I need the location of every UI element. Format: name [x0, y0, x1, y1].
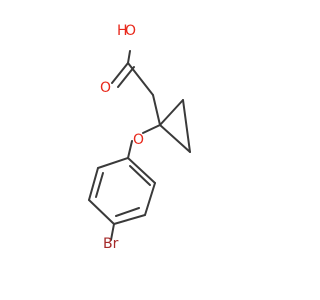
bond-cyclopropyl-1 — [159, 99, 184, 126]
bond-cyclopropyl-3 — [159, 124, 191, 153]
bromine-label: Br — [103, 236, 119, 252]
bond-aromatic-3 — [113, 214, 146, 225]
bond-carbonyl-c-to-o-double-1 — [111, 62, 129, 84]
hydroxyl-oxygen-label: O — [125, 23, 136, 39]
bond-ether-o-to-ring-c — [127, 140, 133, 159]
molecule-canvas: H O O O Br — [88, 23, 191, 252]
bond-hydroxyl-o-to-carbonyl-c — [127, 50, 131, 64]
bond-cyclopropyl-c-to-ether-o — [142, 124, 161, 134]
bond-aromatic-5 — [88, 167, 99, 201]
bond-ch2-to-cyclopropyl-c — [152, 94, 161, 126]
bond-aromatic-6 — [97, 157, 129, 169]
bond-aromatic-inner-3 — [95, 172, 104, 198]
bond-aromatic-4 — [88, 199, 115, 225]
molecule-structure: H O O O Br — [88, 23, 191, 252]
bond-aromatic-2 — [144, 182, 156, 216]
carbonyl-oxygen-label: O — [100, 80, 111, 96]
bond-aromatic-inner-1 — [129, 165, 151, 186]
bond-carbonyl-c-to-ch2 — [127, 62, 154, 96]
ether-oxygen-label: O — [133, 132, 144, 148]
bond-carbonyl-c-to-o-double-2 — [117, 66, 135, 88]
bond-aromatic-inner-2 — [115, 207, 140, 217]
hydroxyl-hydrogen-label: H — [117, 23, 128, 39]
bond-aromatic-1 — [127, 157, 156, 184]
bond-cyclopropyl-2 — [182, 99, 191, 153]
bond-ring-c-to-bromine — [110, 223, 115, 241]
